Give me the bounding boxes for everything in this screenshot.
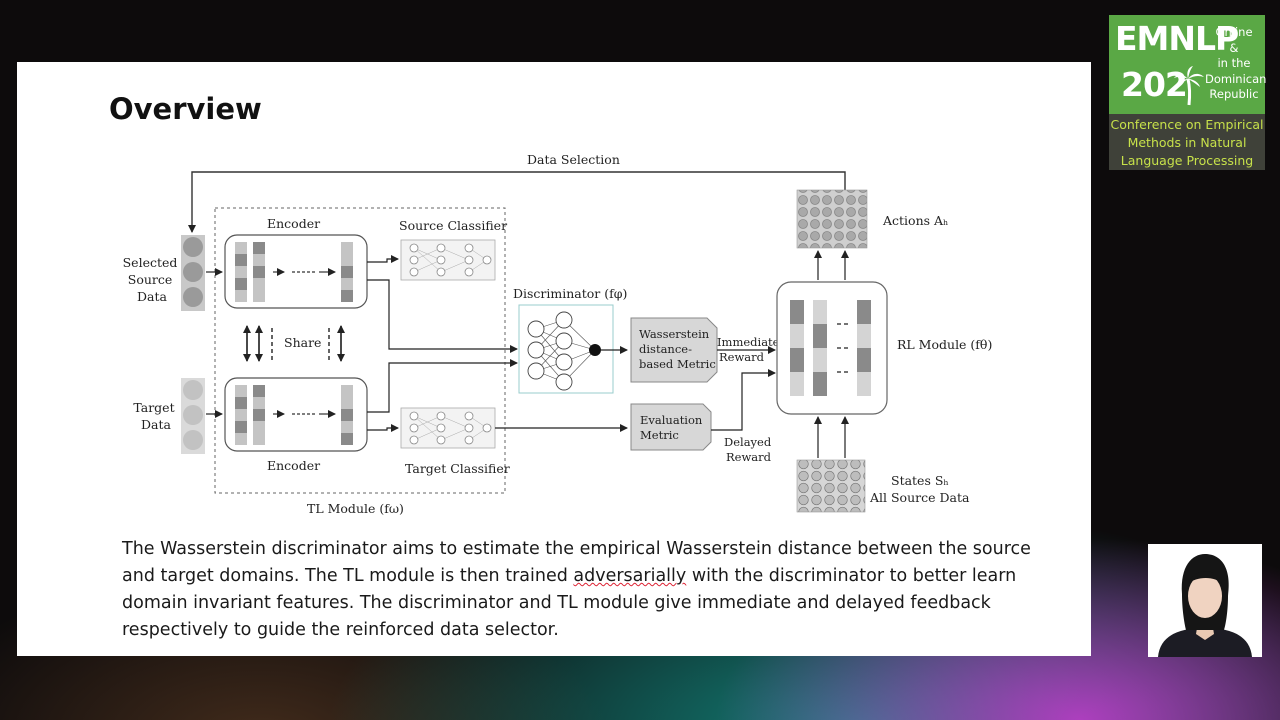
slide-caption: The Wasserstein discriminator aims to es… [122, 536, 1052, 644]
encoder-top-label: Encoder [267, 216, 320, 231]
speaker-avatar [1148, 544, 1262, 657]
caption-underlined-word: adversarially [573, 566, 687, 586]
rl-module-label: RL Module (fθ) [897, 337, 992, 352]
source-classifier-net [400, 239, 496, 281]
selected-source-label: Selected Source Data [123, 255, 182, 304]
tl-module-box [214, 207, 506, 494]
caption-part-2: with the discriminator to better learn d… [122, 566, 1017, 640]
source-classifier-label: Source Classifier [399, 218, 507, 233]
wasserstein-metric-label: Wasserstein distance- based Metric [639, 327, 716, 371]
palm-tree-icon [1174, 66, 1204, 106]
encoder-bottom [224, 377, 368, 452]
encoder-top [224, 234, 368, 309]
emnlp-logo: EMNLP 202 Online & in the Dominican Repu… [1109, 15, 1267, 170]
logo-emnlp: EMNLP [1115, 19, 1239, 58]
data-selection-arrow [188, 171, 846, 233]
target-classifier-label: Target Classifier [405, 461, 510, 476]
actions-grid [796, 189, 868, 249]
states-label: States Sₕ All Source Data [869, 473, 970, 505]
logo-location: Online & in the Dominican Republic [1205, 25, 1267, 101]
discriminator-label: Discriminator (fφ) [513, 286, 627, 301]
logo-conference-name: Conference on Empirical Methods in Natur… [1109, 114, 1265, 170]
target-classifier-net [400, 407, 496, 449]
encoder-bottom-label: Encoder [267, 458, 320, 473]
slide-title: Overview [109, 92, 262, 126]
rl-module [776, 281, 888, 415]
wasserstein-metric-box [630, 317, 718, 383]
target-data-icon [181, 378, 205, 454]
share-arrows [243, 325, 345, 362]
evaluation-metric-box [630, 403, 712, 451]
speaker-webcam [1148, 544, 1262, 657]
evaluation-metric-label: Evaluation Metric [640, 413, 706, 442]
tl-module-label: TL Module (fω) [307, 501, 404, 516]
selected-source-data-icon [181, 235, 205, 311]
data-selection-label: Data Selection [527, 152, 620, 167]
delayed-reward-label: Delayed Reward [724, 435, 775, 464]
slide: Overview Data Selection [17, 62, 1091, 656]
logo-year: 202 [1121, 65, 1188, 104]
overview-diagram: Data Selection Selected Source Data Targ… [123, 152, 993, 516]
actions-label: Actions Aₕ [882, 213, 948, 228]
immediate-reward-label: Immediate Reward [717, 335, 783, 364]
discriminator-net [518, 304, 614, 394]
share-label: Share [284, 335, 321, 350]
target-data-label: Target Data [133, 400, 178, 432]
caption-part-1: The Wasserstein discriminator aims to es… [122, 539, 1031, 586]
states-grid [796, 459, 866, 513]
